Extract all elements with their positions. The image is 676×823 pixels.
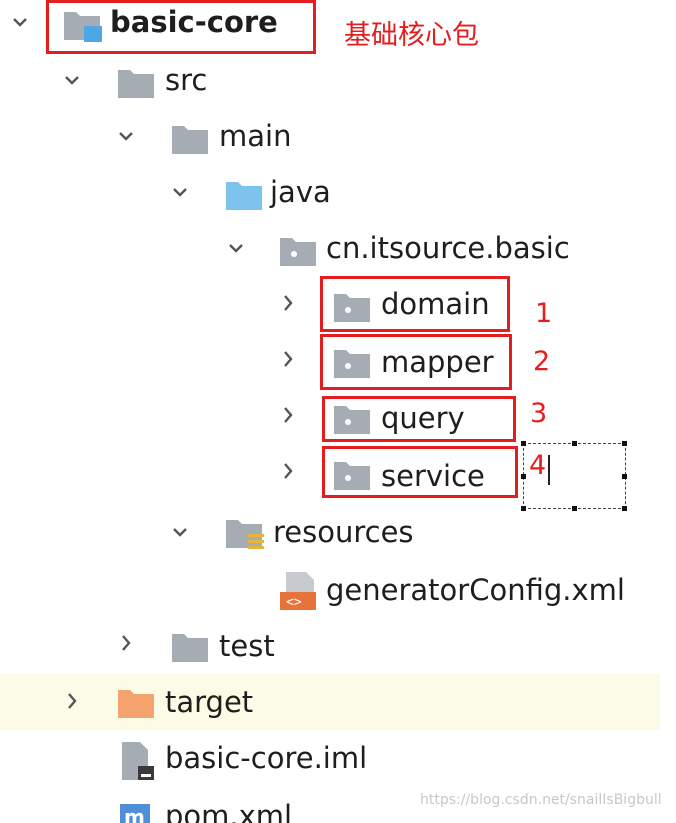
text-box-selection[interactable]: [523, 443, 626, 509]
resize-handle[interactable]: [622, 441, 627, 446]
package-icon: [332, 290, 372, 328]
tree-label-domain: domain: [381, 287, 490, 321]
module-folder-icon: [62, 8, 104, 48]
chevron-down-icon[interactable]: [118, 130, 133, 144]
tree-row-query[interactable]: query: [0, 392, 676, 448]
tree-row-iml[interactable]: basic-core.iml: [0, 730, 676, 786]
module-file-icon: [118, 740, 158, 786]
tree-row-main[interactable]: main: [0, 112, 676, 168]
mapper-highlight-box: [320, 334, 512, 390]
tree-label-target: target: [165, 685, 254, 719]
maven-file-icon: m: [118, 800, 158, 823]
text-caret: [548, 455, 550, 485]
tree-label-query: query: [381, 401, 465, 435]
tree-label-main: main: [219, 119, 292, 153]
chevron-right-icon[interactable]: [66, 692, 80, 709]
annotation-number-4: 4: [529, 450, 547, 481]
resize-handle[interactable]: [521, 441, 526, 446]
tree-row-generatorconfig[interactable]: <> generatorConfig.xml: [0, 560, 676, 616]
tree-label-mapper: mapper: [381, 345, 494, 379]
chevron-right-icon[interactable]: [282, 406, 296, 423]
tree-row-java[interactable]: java: [0, 168, 676, 224]
chevron-right-icon[interactable]: [282, 294, 296, 311]
svg-text:m: m: [124, 805, 145, 823]
watermark: https://blog.csdn.net/snailIsBigbull: [420, 792, 662, 808]
chevron-down-icon[interactable]: [12, 16, 27, 30]
tree-row-domain[interactable]: domain: [0, 280, 676, 336]
package-icon: [278, 234, 318, 272]
tree-row-basic-core[interactable]: basic-core: [0, 0, 676, 56]
resources-folder-icon: [224, 516, 268, 558]
tree-label-resources: resources: [273, 515, 414, 549]
tree-row-resources[interactable]: resources: [0, 504, 676, 560]
package-icon: [332, 346, 372, 384]
chevron-right-icon[interactable]: [282, 350, 296, 367]
tree-label-pom: pom.xml: [165, 799, 293, 823]
annotation-number-1: 1: [535, 298, 553, 329]
root-annotation: 基础核心包: [344, 20, 479, 51]
resize-handle[interactable]: [572, 506, 577, 511]
svg-text:<>: <>: [286, 595, 302, 610]
excluded-folder-icon: [116, 686, 156, 724]
query-highlight-box: [322, 396, 516, 442]
chevron-down-icon[interactable]: [172, 526, 187, 540]
folder-icon: [170, 122, 210, 160]
annotation-number-2: 2: [533, 346, 551, 377]
service-highlight-box: [322, 446, 518, 498]
annotation-number-3: 3: [530, 398, 548, 429]
chevron-down-icon[interactable]: [228, 242, 243, 256]
tree-row-pom[interactable]: m pom.xml: [0, 786, 676, 823]
tree-row-target[interactable]: target: [0, 674, 660, 730]
resize-handle[interactable]: [572, 441, 577, 446]
tree-row-mapper[interactable]: mapper: [0, 336, 676, 392]
package-icon: [332, 458, 372, 496]
tree-label-generatorconfig: generatorConfig.xml: [326, 573, 625, 607]
package-icon: [332, 402, 372, 440]
chevron-right-icon[interactable]: [282, 462, 296, 479]
folder-icon: [170, 630, 210, 668]
tree-label-service: service: [381, 459, 485, 493]
tree-label-src: src: [165, 63, 208, 97]
resize-handle[interactable]: [521, 506, 526, 511]
tree-label-basic-core: basic-core: [110, 5, 278, 39]
tree-label-iml: basic-core.iml: [165, 741, 368, 775]
resize-handle[interactable]: [622, 474, 627, 479]
resize-handle[interactable]: [521, 474, 526, 479]
tree-row-src[interactable]: src: [0, 56, 676, 112]
folder-icon: [116, 66, 156, 104]
chevron-right-icon[interactable]: [120, 634, 134, 651]
chevron-down-icon[interactable]: [172, 186, 187, 200]
tree-row-service[interactable]: service: [0, 448, 676, 504]
resize-handle[interactable]: [622, 506, 627, 511]
root-highlight-box: [46, 0, 316, 54]
tree-label-test: test: [219, 629, 275, 663]
domain-highlight-box: [320, 276, 510, 332]
source-folder-icon: [224, 178, 264, 216]
tree-row-package[interactable]: cn.itsource.basic: [0, 224, 676, 280]
chevron-down-icon[interactable]: [64, 74, 79, 88]
xml-file-icon: <>: [278, 570, 320, 616]
tree-row-test[interactable]: test: [0, 616, 676, 672]
tree-label-java: java: [270, 175, 331, 209]
tree-label-package: cn.itsource.basic: [326, 231, 570, 265]
